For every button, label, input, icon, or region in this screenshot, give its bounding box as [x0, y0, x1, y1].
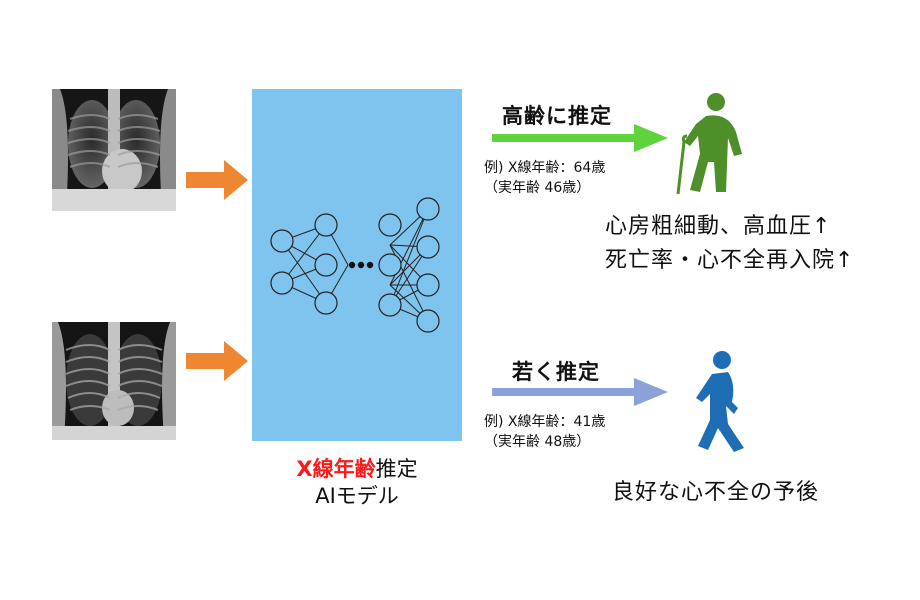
neural-network-icon [270, 197, 440, 333]
input-arrow-bottom [186, 341, 248, 381]
upper-branch-arrow [492, 124, 668, 152]
upper-outcome-line1: 心房粗細動、高血圧↑ [605, 214, 832, 239]
lower-example-line2: （実年齢 48歳） [484, 434, 591, 450]
upper-example-line1: 例) X線年齢：64歳 [484, 160, 606, 176]
lower-example: 例) X線年齢：41歳 （実年齢 48歳） [484, 412, 605, 452]
model-caption: X線年齢推定 AIモデル [252, 456, 462, 510]
upper-example-line2: （実年齢 46歳） [484, 180, 591, 196]
lower-outcome: 良好な心不全の予後 [612, 476, 819, 510]
chest-xray-image-top [52, 89, 176, 211]
lower-branch-arrow [492, 378, 668, 406]
upper-outcome-line2: 死亡率・心不全再入院↑ [605, 248, 855, 273]
model-title-highlight: X線年齢 [296, 457, 376, 481]
lower-outcome-line1: 良好な心不全の予後 [612, 480, 820, 505]
upper-branch-label: 高齢に推定 [502, 104, 612, 128]
chest-xray-image-bottom [52, 322, 176, 440]
model-title: X線年齢推定 [252, 456, 462, 483]
input-arrow-top [186, 160, 248, 200]
ai-model-box [252, 89, 462, 441]
upper-example: 例) X線年齢：64歳 （実年齢 46歳） [484, 158, 605, 198]
elderly-person-with-cane-icon [676, 93, 742, 195]
walking-person-icon [696, 351, 744, 452]
model-title-rest: 推定 [375, 457, 418, 481]
model-subtitle: AIモデル [315, 484, 399, 508]
lower-branch-label: 若く推定 [512, 360, 600, 384]
lower-example-line1: 例) X線年齢：41歳 [484, 414, 606, 430]
upper-outcome: 心房粗細動、高血圧↑ 死亡率・心不全再入院↑ [605, 210, 854, 278]
